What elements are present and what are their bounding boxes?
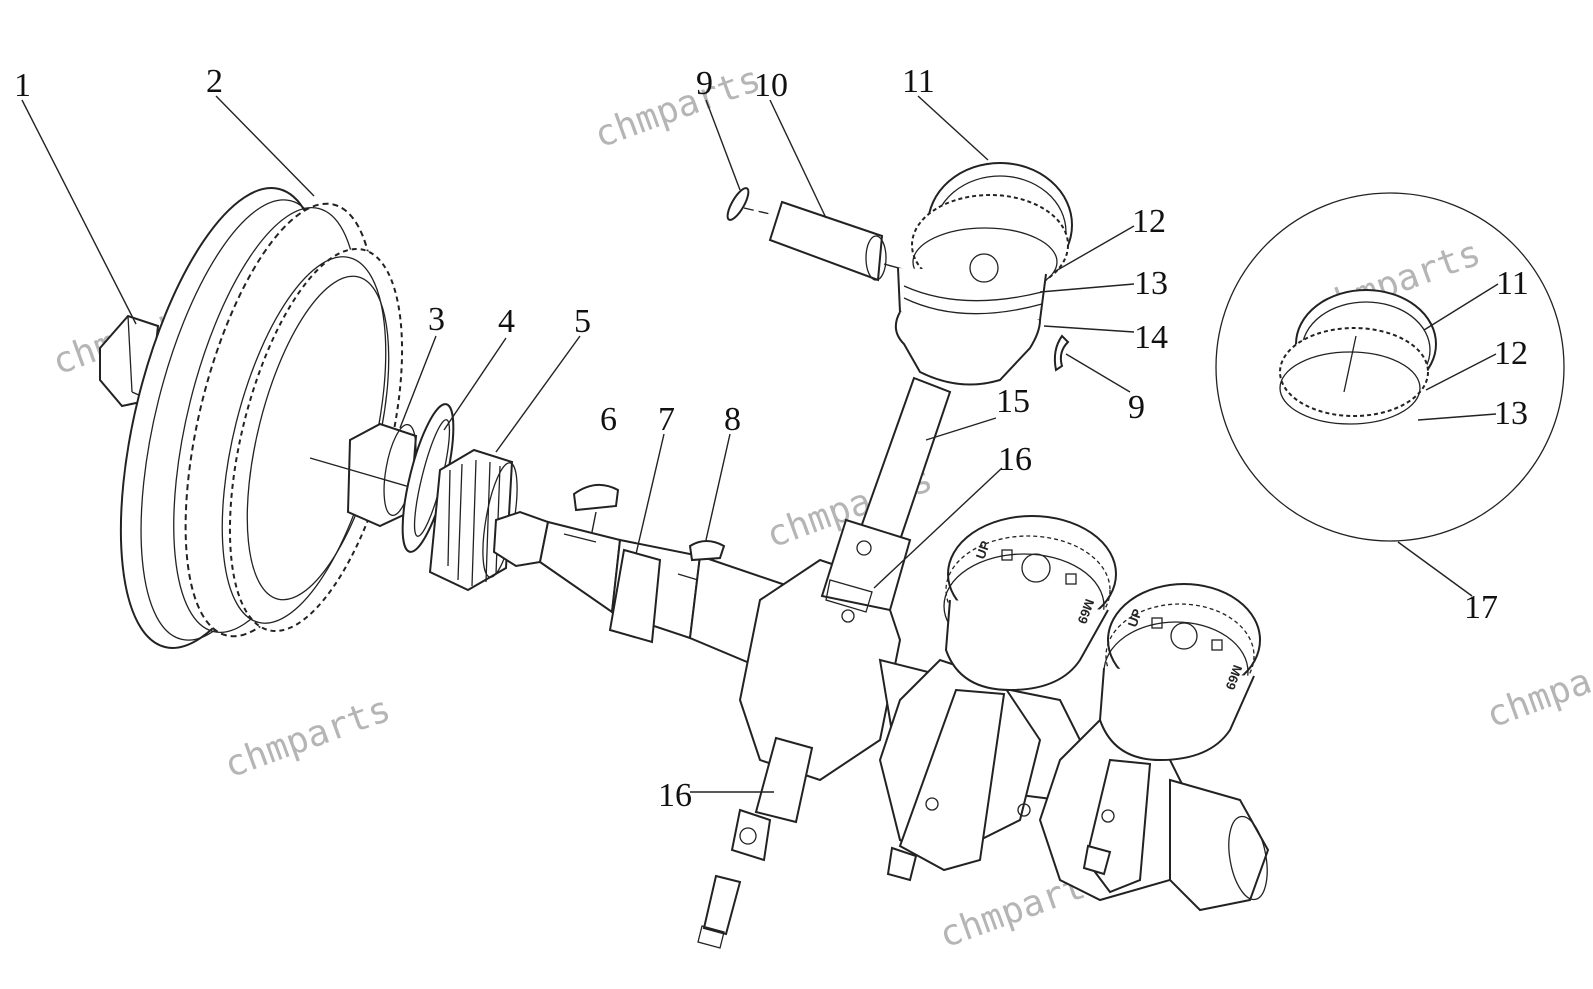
part-5-gear [428, 448, 518, 592]
part-2-flywheel [119, 187, 404, 649]
callout-9-right: 9 [1128, 389, 1145, 426]
callout-4: 4 [498, 303, 515, 340]
callout-17: 17 [1464, 589, 1498, 626]
callout-10: 10 [754, 67, 788, 104]
callout-13-detail: 13 [1494, 395, 1528, 432]
exploded-piston [894, 162, 1073, 386]
callout-9: 9 [696, 65, 713, 102]
piston-up-mark: UP [973, 539, 993, 561]
callout-5: 5 [574, 303, 591, 340]
assembled-piston-a: UP M69 [943, 515, 1117, 692]
part-9-clip-right [1053, 334, 1070, 372]
callout-12: 12 [1132, 203, 1166, 240]
callout-16: 16 [998, 441, 1032, 478]
part-16-rod-cap [697, 736, 814, 949]
part-10-piston-pin [768, 200, 907, 282]
watermark: chmparts [219, 689, 396, 787]
piston-up-mark: UP [1125, 607, 1145, 629]
callout-11-detail: 11 [1496, 265, 1529, 302]
callout-16-lower: 16 [658, 777, 692, 814]
watermark: chmparts [589, 59, 766, 157]
callout-12-detail: 12 [1494, 335, 1528, 372]
leader-lines [21, 95, 1499, 793]
part-8-key [688, 540, 726, 562]
callout-8: 8 [724, 401, 741, 438]
callout-2: 2 [206, 63, 223, 100]
part-9-clip [726, 187, 771, 221]
callout-13: 13 [1134, 265, 1168, 302]
watermark: chmparts [1481, 639, 1593, 737]
assembled-piston-b: UP M69 [1098, 583, 1261, 762]
callout-3: 3 [428, 301, 445, 338]
callout-15: 15 [996, 383, 1030, 420]
callout-6: 6 [600, 401, 617, 438]
assembled-rod-b [1082, 758, 1152, 894]
callout-14: 14 [1134, 319, 1168, 356]
part-15-connecting-rod [820, 376, 952, 613]
assembled-rod-a [886, 688, 1006, 882]
part-7-sleeve [608, 548, 662, 644]
callout-11: 11 [902, 63, 935, 100]
callout-numbers: 1 2 3 4 5 6 7 8 9 10 11 12 13 14 9 15 16… [14, 63, 1529, 814]
part-6-key [572, 483, 620, 533]
callout-7: 7 [658, 401, 675, 438]
callout-1: 1 [14, 67, 31, 104]
detail-17-ring-set [1215, 192, 1565, 542]
